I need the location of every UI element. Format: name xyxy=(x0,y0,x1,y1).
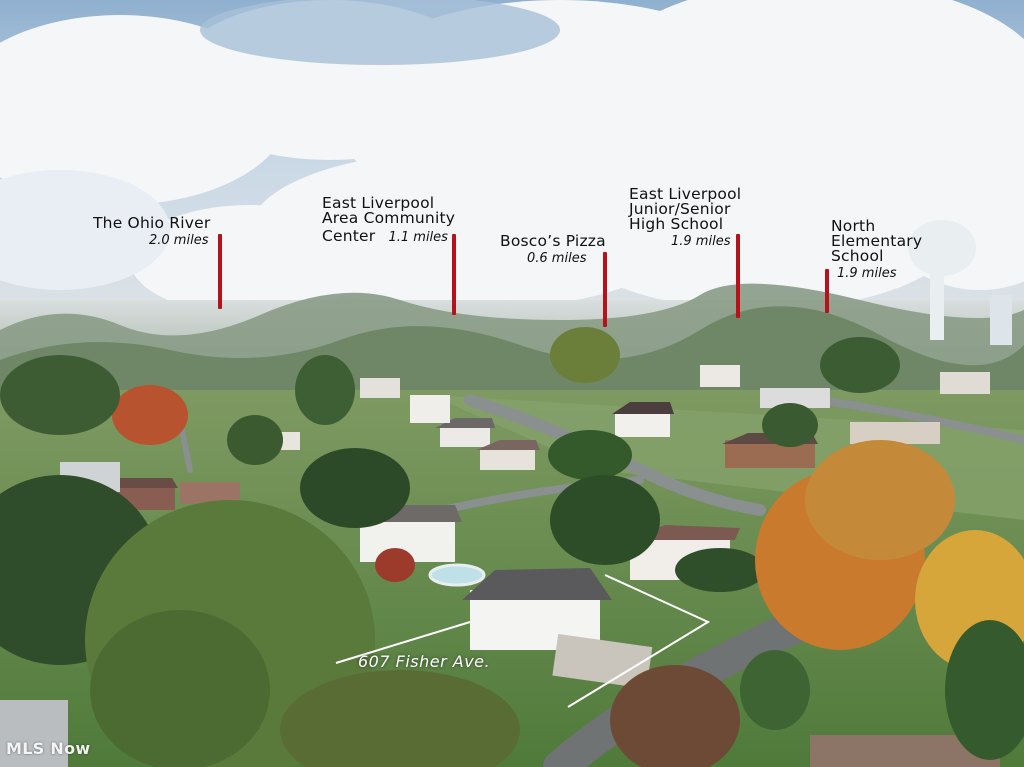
trees xyxy=(0,327,1024,767)
poi-distance: 2.0 miles xyxy=(149,233,209,248)
poi-name: The Ohio River xyxy=(93,214,211,232)
poi-name-line-2: Junior/Senior xyxy=(629,200,731,218)
poi-name-line-1: North xyxy=(831,217,876,235)
poi-ohio-river: The Ohio River 2.0 miles xyxy=(93,214,222,309)
location-pin-icon xyxy=(603,252,607,327)
property-outline xyxy=(335,574,711,708)
location-pin-icon xyxy=(825,269,829,313)
poi-name-line-3: Center xyxy=(322,227,376,245)
poi-distance: 1.9 miles xyxy=(837,266,897,281)
subject-property-address: 607 Fisher Ave. xyxy=(358,652,491,671)
water-tower xyxy=(908,220,1012,345)
poi-name-line-3: High School xyxy=(629,215,724,233)
location-pin-icon xyxy=(736,234,740,318)
mls-watermark: MLS Now xyxy=(6,739,91,758)
poi-name-line-1: East Liverpool xyxy=(629,185,742,203)
poi-name: Bosco’s Pizza xyxy=(500,232,606,250)
poi-boscos-pizza: Bosco’s Pizza 0.6 miles xyxy=(500,232,607,327)
poi-name-line-2: Area Community xyxy=(322,209,456,227)
poi-distance: 1.1 miles xyxy=(388,230,448,245)
location-pin-icon xyxy=(218,234,222,309)
poi-community-center: East Liverpool Area Community Center 1.1… xyxy=(322,194,456,315)
poi-elementary-school: North Elementary School 1.9 miles xyxy=(825,217,923,313)
poi-distance: 0.6 miles xyxy=(527,251,587,266)
location-pin-icon xyxy=(452,234,456,315)
poi-name-line-1: East Liverpool xyxy=(322,194,435,212)
poi-high-school: East Liverpool Junior/Senior High School… xyxy=(629,185,742,318)
poi-name-line-3: School xyxy=(831,247,884,265)
poi-name-line-2: Elementary xyxy=(831,232,923,250)
poi-distance: 1.9 miles xyxy=(671,234,731,249)
